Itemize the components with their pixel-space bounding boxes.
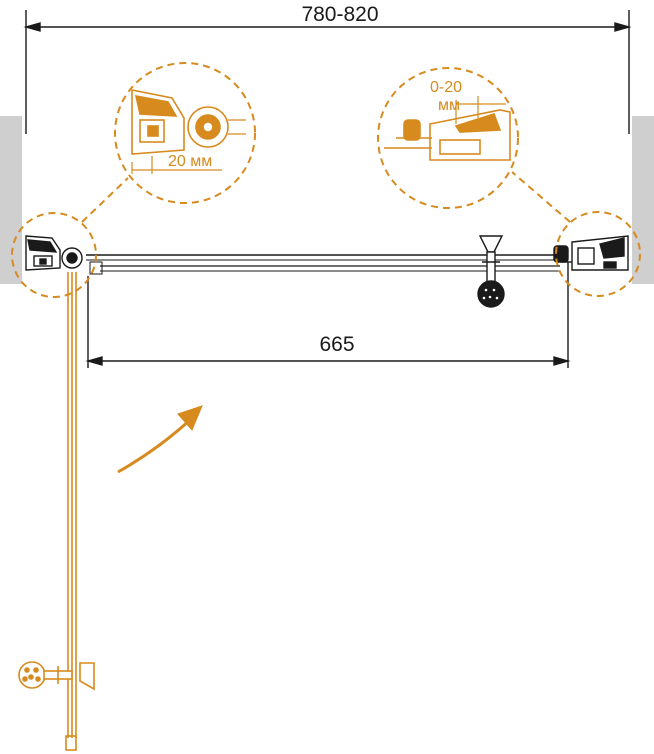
left-adjust-label: 20 мм xyxy=(168,153,212,170)
left-wall xyxy=(0,116,22,284)
right-wall-profile xyxy=(553,235,629,271)
total-width-dimension xyxy=(23,10,632,134)
right-detail-profile xyxy=(384,96,511,161)
fixed-glass-panel xyxy=(86,254,560,275)
left-detail-profile xyxy=(131,89,246,174)
right-wall xyxy=(632,116,654,284)
left-detail-connector xyxy=(81,177,129,223)
handle-closed-position xyxy=(477,235,505,308)
open-door-panel xyxy=(65,272,77,751)
swing-arrow xyxy=(117,405,203,474)
left-detail-circle xyxy=(114,62,256,204)
door-width-dimension xyxy=(85,262,571,368)
handle-open-position xyxy=(18,661,95,691)
total-width-label: 780-820 xyxy=(301,3,378,26)
left-wall-profile xyxy=(25,235,83,271)
right-adjust-range-label: 0-20 xyxy=(430,79,462,96)
right-detail-marker xyxy=(555,211,641,297)
right-detail-connector xyxy=(511,171,571,223)
left-detail-marker xyxy=(11,212,97,298)
right-detail-circle xyxy=(377,67,519,209)
door-width-label: 665 xyxy=(319,333,354,356)
right-adjust-unit-label: мм xyxy=(438,97,460,114)
